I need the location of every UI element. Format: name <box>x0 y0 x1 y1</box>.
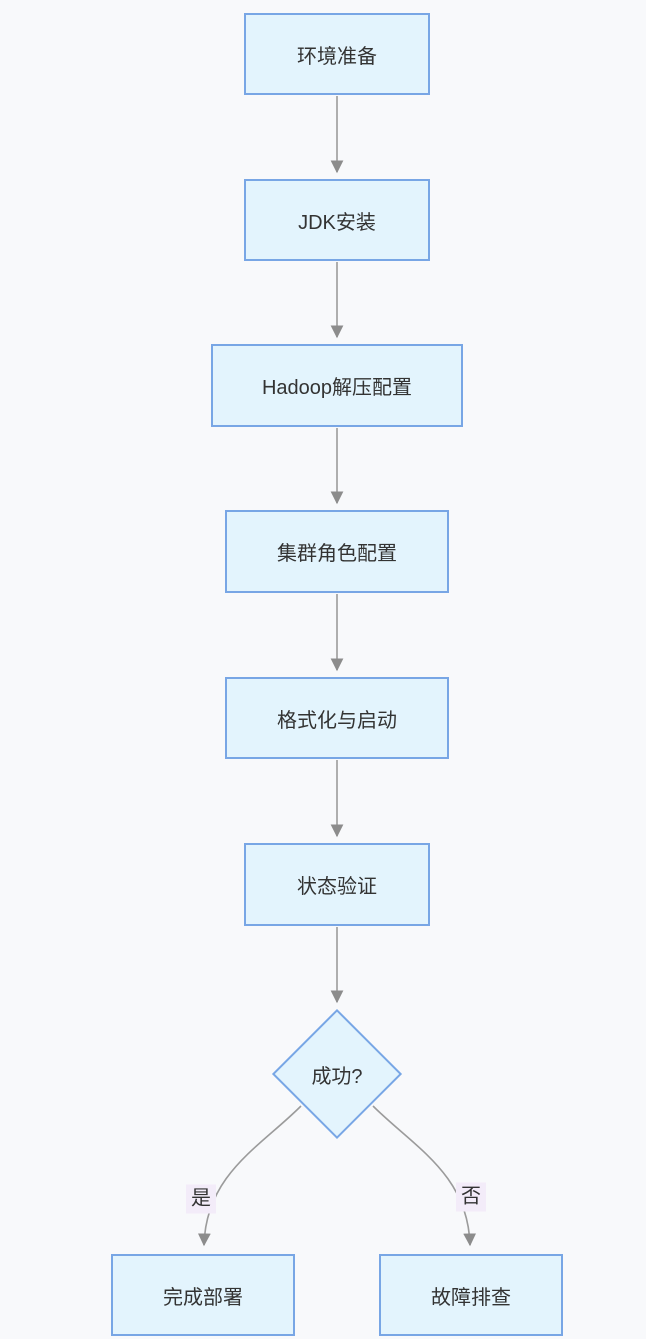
edge-decision-no-to-troubleshoot <box>372 1105 477 1247</box>
node-format-and-start: 格式化与启动 <box>225 677 449 759</box>
node-env-prep: 环境准备 <box>244 13 430 95</box>
edge-decision-yes-to-deploy-done <box>197 1105 302 1247</box>
node-troubleshoot: 故障排查 <box>379 1254 563 1336</box>
node-hadoop-extract-config: Hadoop解压配置 <box>211 344 463 427</box>
decision-success-label: 成功? <box>311 1065 363 1088</box>
node-cluster-role-config: 集群角色配置 <box>225 510 449 593</box>
edge-label-no: 否 <box>456 1182 486 1212</box>
node-status-verify: 状态验证 <box>244 843 430 926</box>
node-deploy-complete: 完成部署 <box>111 1254 295 1336</box>
node-jdk-install: JDK安装 <box>244 179 430 261</box>
edge-label-yes: 是 <box>186 1184 216 1214</box>
